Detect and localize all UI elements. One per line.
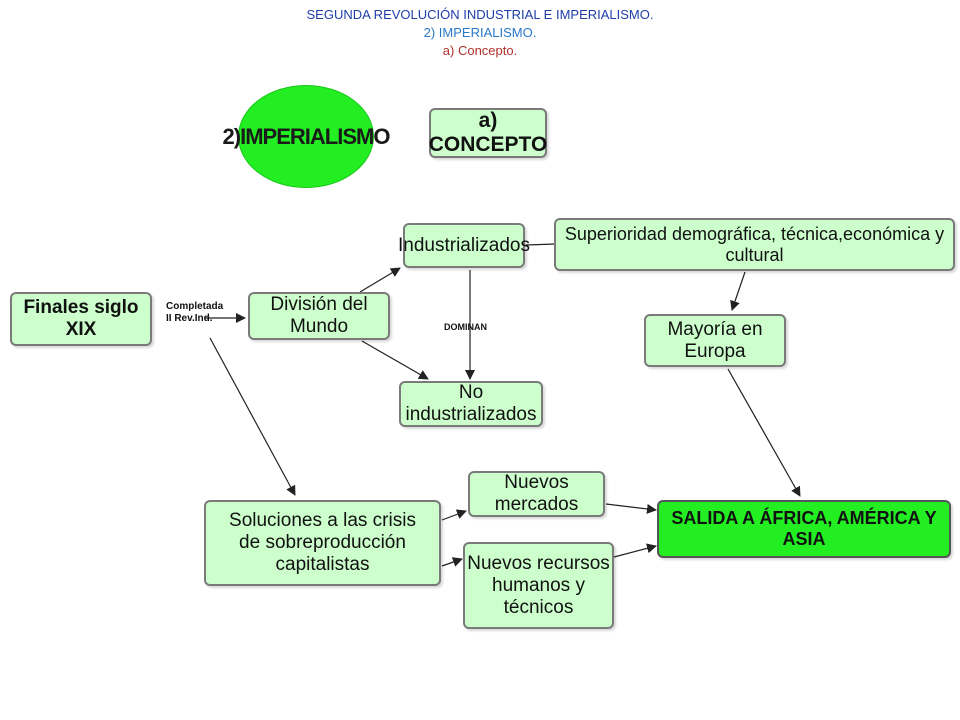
node-salida-text: SALIDA A ÁFRICA, AMÉRICA Y ASIA [671, 508, 937, 549]
arrow-soluciones-to-mercados [441, 509, 467, 521]
node-no-industrializados: No industrializados [399, 381, 543, 427]
arrow-division-to-no-industrializados [361, 340, 429, 380]
edge-label-completada-line2: II Rev.Ind. [166, 313, 213, 324]
node-finales-siglo-xix: Finales siglo XIX [10, 292, 152, 346]
node-soluciones-line2: de sobreproducción capitalistas [239, 532, 406, 575]
header-line-1: SEGUNDA REVOLUCIÓN INDUSTRIAL E IMPERIAL… [306, 7, 654, 22]
title-oval-imperialismo: 2)IMPERIALISMO [223, 85, 390, 188]
node-division-text: División del Mundo [270, 294, 368, 337]
node-industrializados: Industrializados [398, 223, 530, 268]
edge-label-completada-line1: Completada [166, 301, 224, 312]
arrow-division-to-industrializados [359, 267, 401, 293]
title-oval-text: 2)IMPERIALISMO [222, 123, 391, 149]
node-superioridad-text: Superioridad demográfica, técnica,económ… [564, 223, 945, 265]
arrow-recursos-to-salida [613, 543, 657, 558]
edge-label-completada: Completada II Rev.Ind. [166, 301, 223, 325]
node-industrializados-text: Industrializados [397, 234, 531, 256]
node-salida: SALIDA A ÁFRICA, AMÉRICA Y ASIA [657, 500, 951, 558]
node-nuevos-mercados: Nuevos mercados [468, 471, 605, 517]
node-division-del-mundo: División del Mundo [248, 292, 390, 340]
arrow-mayoria-to-salida [727, 368, 801, 497]
node-recursos-line2: humanos y técnicos [492, 574, 585, 618]
header-line-2: 2) IMPERIALISMO. [423, 25, 537, 40]
node-mayoria-text: Mayoría en Europa [667, 318, 763, 362]
node-superioridad: Superioridad demográfica, técnica,económ… [554, 218, 955, 271]
header-line-3: a) Concepto. [442, 43, 518, 58]
link-industrializados-superioridad [525, 243, 556, 246]
node-no-industrializados-text: No industrializados [405, 382, 537, 425]
arrow-completada-to-soluciones [209, 337, 296, 496]
node-soluciones-crisis: Soluciones a las crisis de sobreproducci… [204, 500, 441, 586]
node-mercados-text: Nuevos mercados [494, 472, 579, 515]
node-recursos-line1: Nuevos recursos [467, 552, 610, 574]
node-nuevos-recursos: Nuevos recursos humanos y técnicos [463, 542, 614, 629]
arrow-superioridad-to-mayoria [730, 271, 746, 311]
node-mayoria-en-europa: Mayoría en Europa [644, 314, 786, 367]
node-soluciones-line1: Soluciones a las crisis [229, 510, 416, 531]
edge-label-dominan-text: DOMINAN [444, 322, 487, 332]
edge-label-dominan: DOMINAN [444, 321, 487, 333]
arrow-mercados-to-salida [605, 503, 657, 514]
arrow-soluciones-to-recursos [441, 557, 463, 567]
concept-box: a) CONCEPTO [429, 108, 547, 158]
node-finales-text: Finales siglo XIX [23, 297, 139, 340]
concept-box-text: a) CONCEPTO [428, 109, 548, 156]
